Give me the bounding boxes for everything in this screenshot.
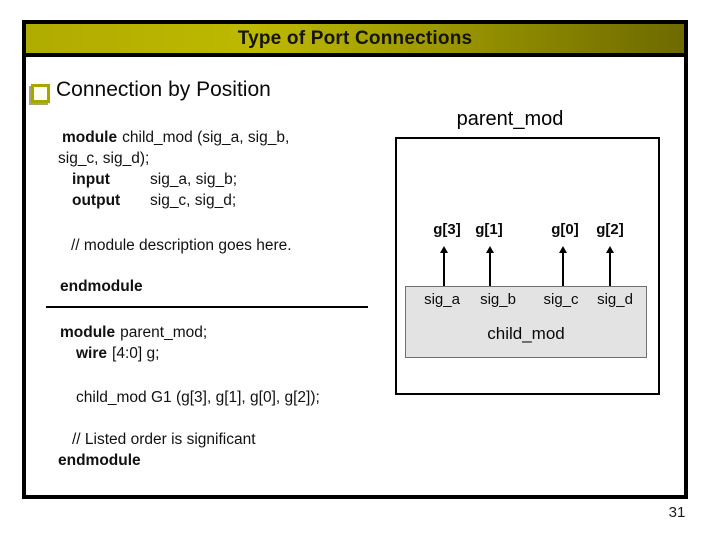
port-label: sig_c	[543, 291, 579, 308]
code-text: parent_mod;	[120, 324, 208, 341]
code-comment: // Listed order is significant	[72, 431, 256, 449]
code-keyword: module	[62, 129, 118, 146]
arrow-up-icon	[606, 246, 614, 253]
code-keyword: wire	[76, 345, 108, 362]
code-comment: // module description goes here.	[71, 237, 292, 255]
code-text: // Listed order is significant	[72, 431, 256, 448]
code-text: sig_c, sig_d;	[150, 192, 237, 209]
net-label: g[1]	[475, 221, 503, 238]
port-label: sig_d	[597, 291, 633, 308]
arrow-up-icon	[486, 246, 494, 253]
code-keyword: input	[72, 171, 110, 188]
square-bullet-icon	[31, 84, 50, 103]
port-label: sig_b	[480, 291, 516, 308]
net-label: g[3]	[433, 221, 461, 238]
bullet-heading: Connection by Position	[56, 78, 271, 101]
wire-line	[609, 253, 611, 286]
child-mod-instance-label: child_mod	[487, 324, 565, 343]
arrow-up-icon	[559, 246, 567, 253]
code-line: input sig_a, sig_b;	[72, 171, 237, 189]
code-text: // module description goes here.	[71, 237, 292, 254]
net-label: g[0]	[551, 221, 579, 238]
code-keyword: endmodule	[58, 452, 141, 469]
wire-line	[489, 253, 491, 286]
diagram-parent-mod-label: parent_mod	[456, 108, 564, 130]
code-keyword: endmodule	[60, 278, 143, 295]
arrow-up-icon	[440, 246, 448, 253]
net-label: g[2]	[596, 221, 624, 238]
port-label: sig_a	[424, 291, 460, 308]
code-line: output sig_c, sig_d;	[72, 192, 236, 210]
wire-line	[562, 253, 564, 286]
page-number: 31	[668, 504, 686, 521]
code-section-divider	[46, 306, 368, 308]
code-text: [4:0] g;	[112, 345, 160, 362]
code-line: endmodule	[58, 452, 146, 470]
code-text: child_mod G1 (g[3], g[1], g[0], g[2]);	[76, 389, 320, 406]
child-mod-box	[405, 286, 647, 358]
code-text: child_mod (sig_a, sig_b,	[122, 129, 290, 146]
code-line: sig_c, sig_d);	[58, 150, 149, 168]
code-line: endmodule	[60, 278, 148, 296]
code-keyword: module	[60, 324, 116, 341]
slide-title: Type of Port Connections	[237, 27, 473, 49]
code-text: sig_c, sig_d);	[58, 150, 150, 167]
slide-title-bar: Type of Port Connections	[26, 24, 684, 57]
code-line: child_mod G1 (g[3], g[1], g[0], g[2]);	[76, 389, 320, 407]
wire-line	[443, 253, 445, 286]
code-keyword: output	[72, 192, 121, 209]
code-text: sig_a, sig_b;	[150, 171, 238, 188]
code-line: wire[4:0] g;	[76, 345, 159, 363]
